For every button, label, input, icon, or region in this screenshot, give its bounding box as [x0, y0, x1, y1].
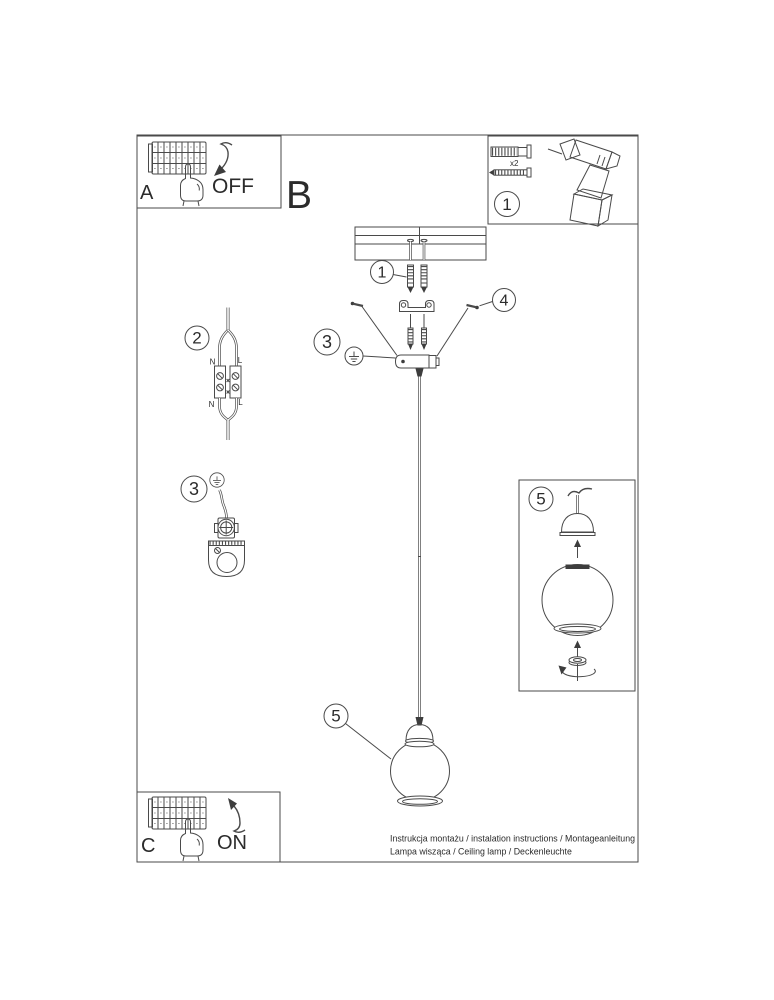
arrow-up-icon — [574, 640, 581, 657]
manual-border — [136, 134, 639, 863]
bracket-screw-left — [407, 314, 414, 350]
ground-symbol-icon — [209, 472, 225, 488]
canopy-end-view — [208, 540, 245, 578]
curved-arrow-up-icon — [228, 798, 246, 833]
leader-line — [362, 355, 396, 359]
callout-5-lamp: 5 — [323, 703, 392, 760]
shade-base-ring-inner — [402, 798, 438, 805]
glass-shade — [541, 564, 614, 636]
svg-text:5: 5 — [331, 707, 340, 726]
label-neutral-top: N — [210, 358, 216, 367]
canopy — [394, 354, 440, 369]
footer-line-1: Instrukcja montażu / instalation instruc… — [390, 834, 635, 844]
breaker-panel-icon — [148, 796, 207, 830]
step-a-label: A — [140, 182, 154, 204]
glass-shade-sphere — [390, 741, 450, 801]
step-a-action-label: OFF — [212, 175, 254, 198]
step-a-box: A OFF — [136, 135, 282, 209]
ground-diagram: 3 — [180, 472, 245, 578]
step-b-label: B — [286, 174, 312, 217]
side-screw-right — [466, 303, 479, 310]
breaker-panel-icon — [148, 141, 207, 175]
rotate-arrow-icon — [558, 664, 596, 681]
svg-text:3: 3 — [189, 479, 199, 499]
svg-text:3: 3 — [322, 332, 332, 352]
kit-box: x2 1 — [487, 135, 639, 227]
callout-3-canopy: 3 — [313, 328, 341, 356]
label-live-top: L — [238, 356, 243, 365]
callout-5-detail: 5 — [528, 486, 554, 512]
pendant-lamp: 5 — [323, 703, 450, 807]
label-neutral-bottom: N — [209, 400, 215, 409]
lamp-holder-dome — [405, 723, 434, 741]
callout-1-anchors: 1 — [370, 260, 407, 284]
ceiling-screw-right — [420, 238, 428, 260]
step-a-border — [136, 135, 282, 209]
cord-hook — [567, 487, 593, 497]
svg-text:1: 1 — [378, 265, 387, 282]
curved-arrow-down-icon — [214, 142, 233, 176]
lamp-holder-dome — [559, 512, 596, 536]
ceiling-screw-left — [407, 238, 414, 260]
footer-line-2: Lampa wisząca / Ceiling lamp / Deckenleu… — [390, 847, 572, 857]
leader-line — [392, 274, 407, 278]
kit-callout-1: 1 — [494, 191, 520, 217]
ceiling-illustration — [354, 226, 487, 261]
wall-anchor-icon — [490, 144, 532, 159]
step-c-label: C — [141, 835, 155, 857]
step-c-box: C ON — [136, 791, 281, 863]
kit-box-border — [487, 135, 639, 225]
wall-anchor-right — [420, 264, 428, 293]
cord-grip — [415, 717, 424, 726]
label-live-bottom: L — [238, 398, 243, 407]
retaining-ring — [568, 656, 587, 666]
terminal-diagram: 2 N L N L — [184, 307, 243, 440]
drill-icon — [547, 138, 621, 227]
svg-text:2: 2 — [192, 329, 201, 348]
svg-text:1: 1 — [502, 195, 511, 214]
leader-line — [479, 301, 493, 307]
bracket-screw-right — [421, 314, 427, 350]
detail-box-border — [518, 479, 636, 692]
guide-line-right — [436, 307, 469, 357]
callout-2: 2 — [184, 325, 210, 351]
shade-detail-box: 5 — [518, 479, 636, 692]
side-screw-left — [350, 301, 364, 308]
leader-line — [345, 723, 392, 760]
holder-rim — [404, 740, 435, 748]
guide-line-left — [361, 306, 398, 356]
wall-anchor-left — [407, 264, 414, 293]
anchor-qty-label: x2 — [510, 159, 519, 168]
step-c-border — [136, 791, 281, 863]
svg-text:4: 4 — [500, 293, 509, 310]
svg-text:5: 5 — [536, 490, 545, 509]
cord-grip — [415, 368, 424, 377]
pendant-cord — [418, 376, 421, 718]
mounting-bracket — [399, 300, 435, 312]
screw-icon — [489, 167, 532, 178]
ground-symbol-icon — [344, 346, 364, 366]
terminal-block — [214, 365, 242, 399]
step-c-action-label: ON — [217, 832, 247, 854]
callout-4: 4 — [479, 288, 516, 312]
arrow-up-icon — [574, 539, 581, 558]
ground-terminal-screw — [214, 517, 239, 539]
callout-3: 3 — [180, 475, 208, 503]
